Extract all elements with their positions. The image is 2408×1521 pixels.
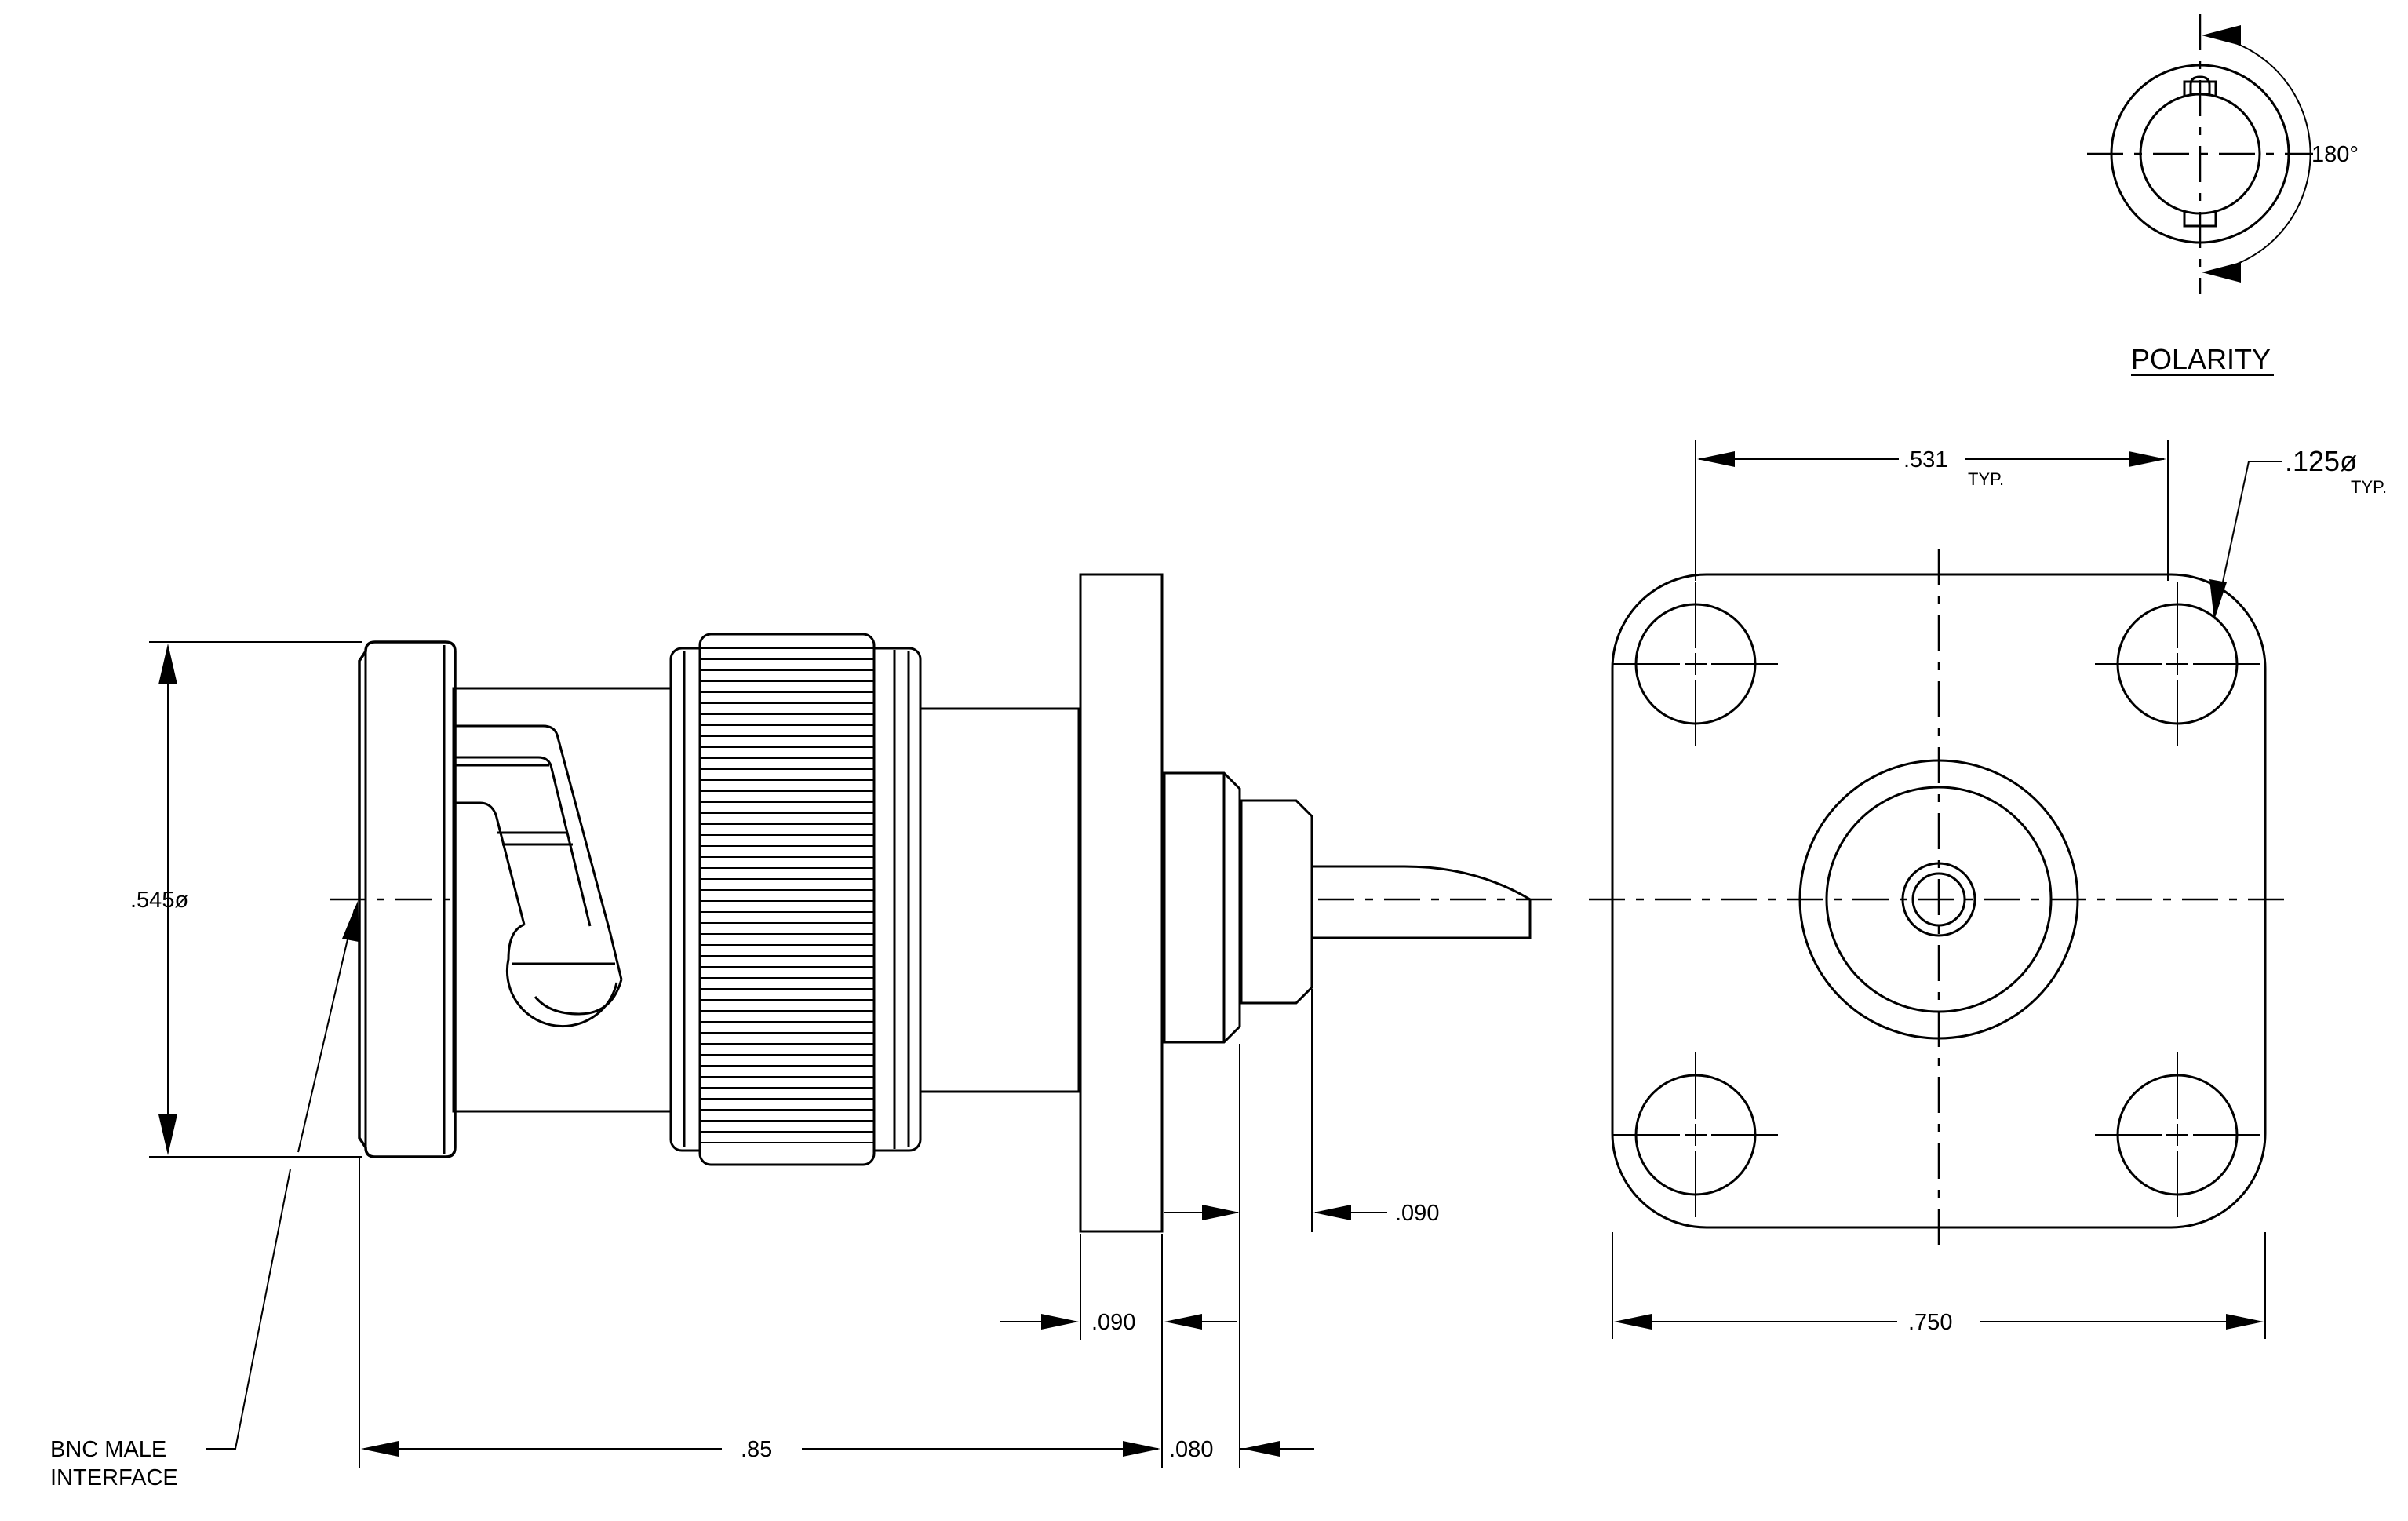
dim-overall-length: .85: [741, 1437, 772, 1462]
interface-label-line1: BNC MALE: [50, 1437, 166, 1462]
polarity-title: POLARITY: [2131, 343, 2271, 375]
dim-hole-spacing-note: TYP.: [1968, 469, 2004, 489]
inner-body-ring: [1825, 786, 2053, 1013]
rear-step-2: [1240, 799, 1313, 1005]
connector-body: [919, 707, 1080, 1093]
interface-leader: [206, 1169, 291, 1450]
side-view: [330, 573, 1561, 1233]
front-view: [1589, 549, 2291, 1256]
front-ring: [358, 640, 457, 1158]
polarity-view: 180° POLARITY: [2087, 14, 2359, 376]
dim-hole-diameter-note: TYP.: [2351, 477, 2387, 497]
dim-tail-step-length: .090: [1395, 1201, 1439, 1226]
dim-rear-step-length: .080: [1169, 1437, 1213, 1462]
rear-step-1: [1163, 771, 1241, 1044]
contact-ring: [1901, 862, 1976, 937]
rear-contact-pin: [1312, 865, 1532, 939]
contact-pin: [1911, 872, 1966, 927]
mounting-holes: [1613, 582, 2260, 1217]
hole-leader: [2217, 461, 2282, 608]
bayonet-slot: [454, 724, 623, 1028]
dim-body-diameter: .545ø: [130, 888, 188, 913]
outer-body-ring: [1798, 759, 2079, 1040]
front-dimensions: .531 TYP. .125ø TYP. .750: [1612, 440, 2387, 1339]
dim-hole-diameter: .125ø: [2285, 445, 2357, 477]
interface-label-line2: INTERFACE: [50, 1465, 178, 1490]
bayonet-sleeve: [452, 687, 679, 1113]
polarity-angle: 180°: [2311, 142, 2359, 167]
flange-side: [1079, 573, 1164, 1233]
dim-hole-spacing: .531: [1903, 447, 1947, 472]
side-dimensions: .545ø .85 .080 .090 .090 BNC MALE IN: [50, 641, 1439, 1490]
dim-flange-thickness: .090: [1091, 1310, 1135, 1335]
polarity-angle-arc: [2204, 35, 2311, 273]
knurl-lines: [700, 647, 874, 1143]
dim-flange-width: .750: [1908, 1310, 1952, 1335]
